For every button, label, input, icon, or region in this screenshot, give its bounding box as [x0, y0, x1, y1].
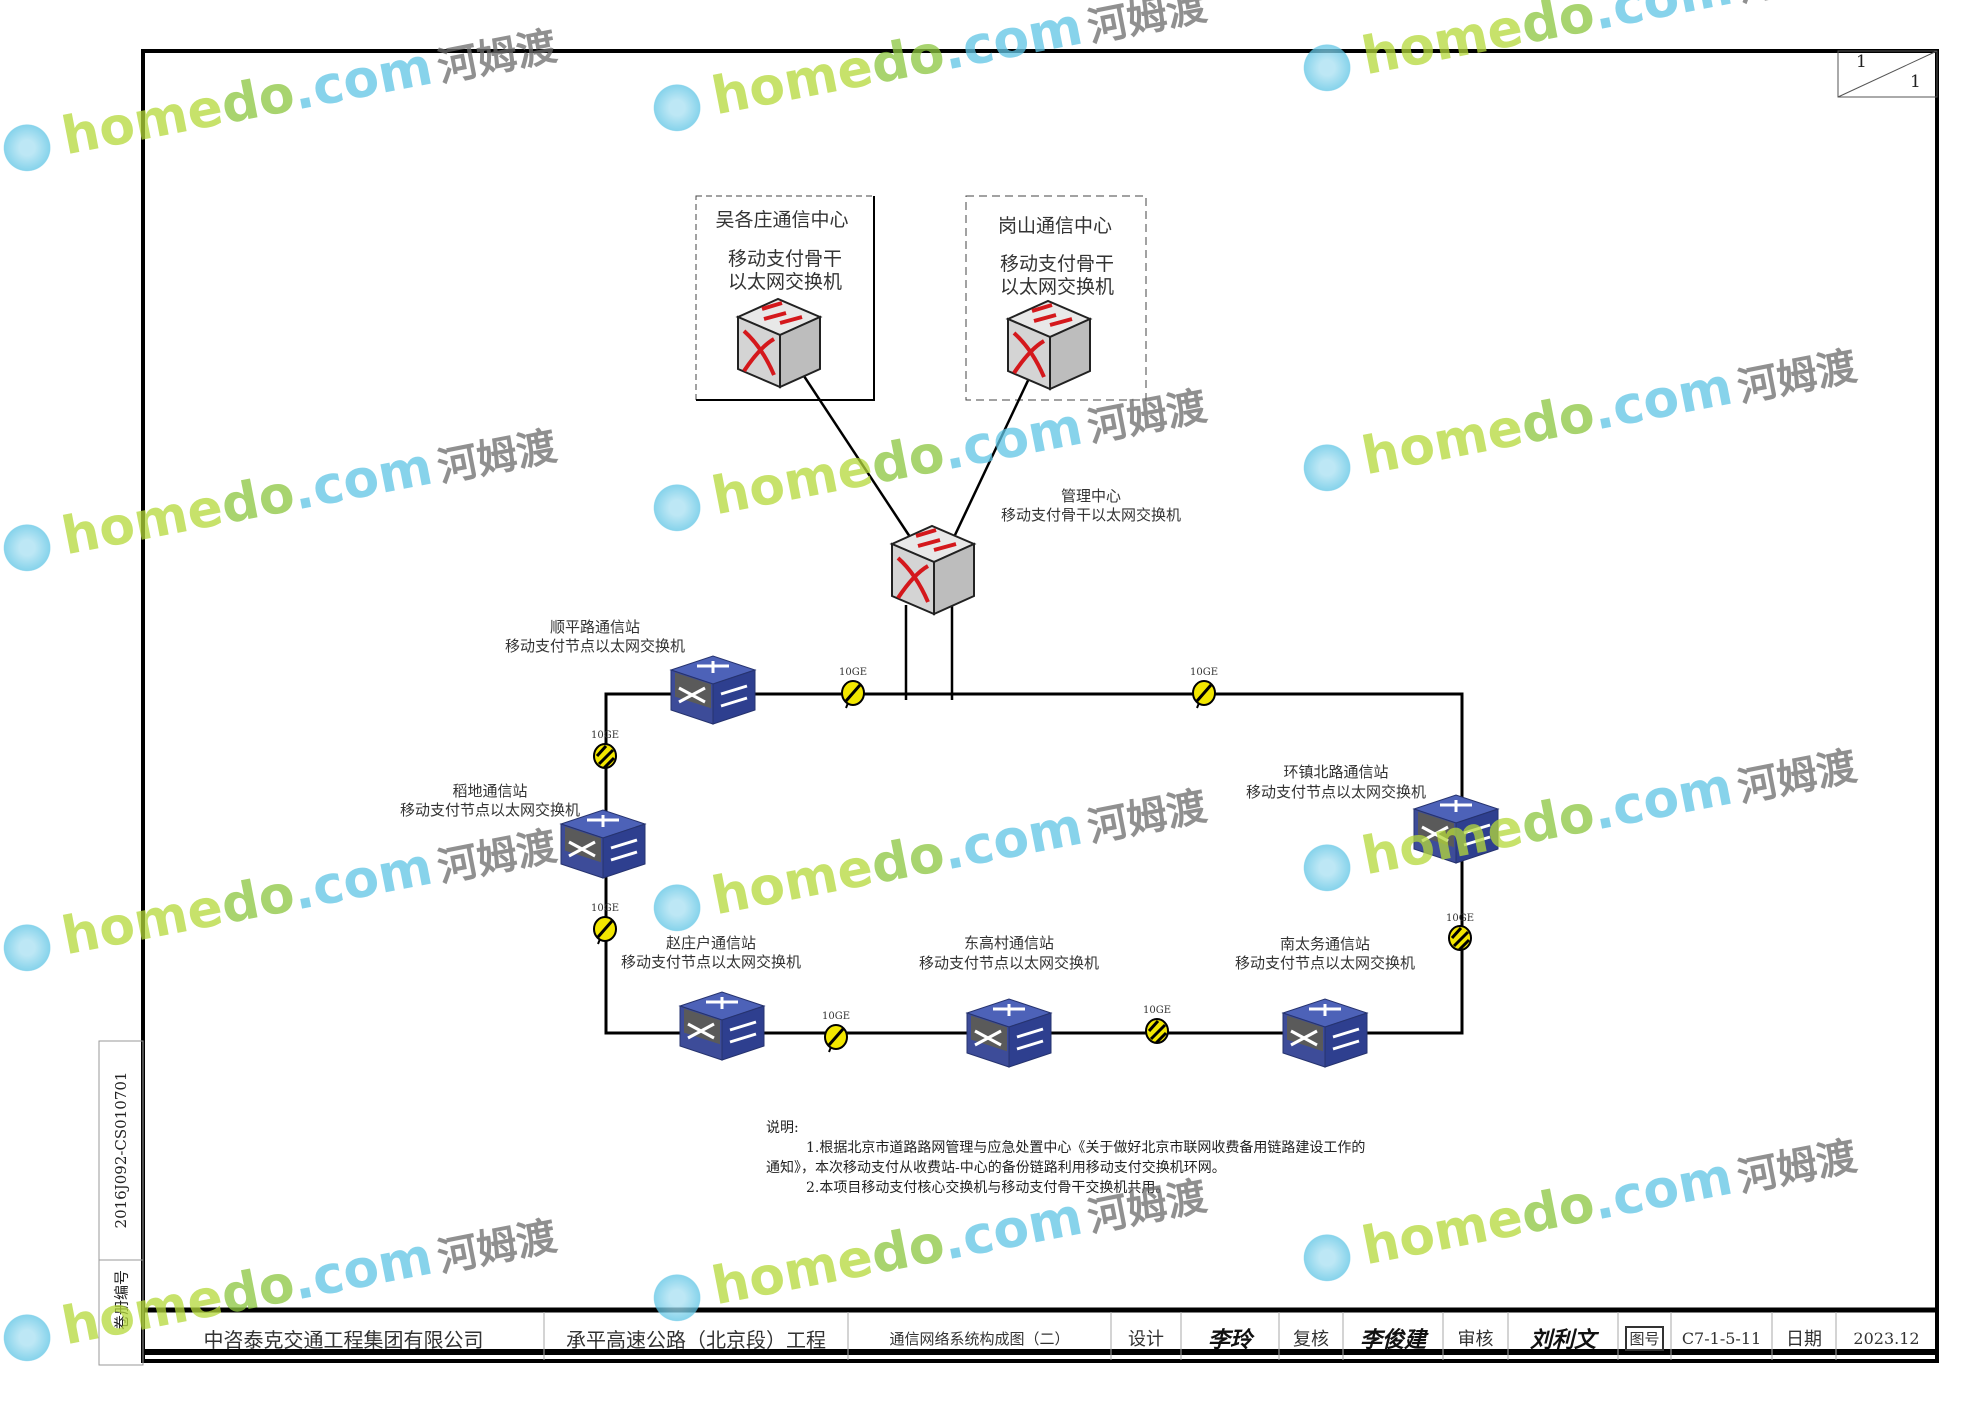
zhaozhuanghu-label: 赵庄户通信站: [665, 934, 757, 952]
gangshan-center-label: 岗山通信中心: [997, 215, 1113, 237]
management-center-label: 管理中心: [1060, 487, 1122, 505]
huanzhenbeilu-switch: [1412, 793, 1500, 865]
huanzhenbeilu-device: 移动支付节点以太网交换机: [1245, 783, 1427, 801]
link-label: 10GE: [838, 667, 868, 678]
link-connector-icon: [1447, 924, 1473, 952]
link-label: 10GE: [1142, 1005, 1172, 1016]
drawing-no-label-text: 图号: [1625, 1325, 1664, 1351]
huanzhenbeilu-label: 环镇北路通信站: [1283, 763, 1389, 781]
review-label: 复核: [1293, 1329, 1329, 1350]
reviewer-signature: 李俊建: [1359, 1327, 1426, 1353]
shunpinglu-device: 移动支付节点以太网交换机: [504, 637, 686, 655]
date-label: 日期: [1786, 1329, 1822, 1350]
company-name: 中咨泰克交通工程集团有限公司: [203, 1327, 484, 1352]
link-connector-icon: [1191, 679, 1217, 709]
daodi-label: 稻地通信站: [452, 782, 528, 800]
side-strip: [98, 1040, 144, 1366]
notes: 说明: 1.根据北京市道路路网管理与应急处置中心《关于做好北京市联网收费备用链路…: [766, 1118, 1365, 1198]
link-connector-icon: [592, 915, 618, 945]
notes-title: 说明:: [766, 1120, 799, 1136]
wugezhuang-device-label-1: 移动支付骨干: [727, 248, 843, 270]
note-1-line-1: 1.根据北京市道路路网管理与应急处置中心《关于做好北京市联网收费备用链路建设工作…: [806, 1140, 1366, 1156]
link-label: 10GE: [821, 1011, 851, 1022]
design-label: 设计: [1128, 1329, 1164, 1350]
title-block-grid: [543, 1312, 1837, 1360]
wugezhuang-switch: [736, 297, 822, 389]
daodi-switch: [559, 808, 647, 880]
link-connector-icon: [840, 679, 866, 709]
approver-signature: 刘利文: [1529, 1327, 1596, 1353]
link-label: 10GE: [590, 730, 620, 741]
note-1-line-2: 通知》，本次移动支付从收费站-中心的备份链路利用移动支付交换机环网。: [766, 1160, 1226, 1176]
note-2: 2.本项目移动支付核心交换机与移动支付骨干交换机共用。: [806, 1180, 1170, 1196]
nantaiwu-label: 南太务通信站: [1279, 935, 1371, 953]
nantaiwu-switch: [1281, 997, 1369, 1069]
zhaozhuanghu-device: 移动支付节点以太网交换机: [620, 953, 802, 971]
shunpinglu-switch: [669, 654, 757, 726]
daodi-device: 移动支付节点以太网交换机: [399, 801, 581, 819]
management-device-label: 移动支付骨干以太网交换机: [1000, 506, 1182, 524]
archive-code: 2016J092-CS010701: [112, 1071, 130, 1229]
link-connector-icon: [1144, 1017, 1170, 1045]
approve-label: 审核: [1457, 1329, 1494, 1350]
project-name: 承平高速公路（北京段）工程: [566, 1327, 826, 1352]
donggaocun-device: 移动支付节点以太网交换机: [918, 954, 1100, 972]
sheet-total: 1: [1910, 72, 1921, 92]
gangshan-device-label-2: 以太网交换机: [999, 276, 1115, 298]
donggaocun-label: 东高村通信站: [963, 934, 1055, 952]
designer-signature: 李玲: [1207, 1327, 1252, 1353]
archive-label: 卷册编号: [112, 1269, 131, 1331]
nantaiwu-device: 移动支付节点以太网交换机: [1234, 954, 1416, 972]
sheet-number: 1: [1856, 52, 1867, 72]
link-connector-icon: [592, 742, 618, 770]
wugezhuang-device-label-2: 以太网交换机: [727, 271, 843, 293]
drawing-no: C7-1-5-11: [1681, 1328, 1762, 1348]
wugezhuang-center-label: 吴各庄通信中心: [715, 209, 849, 231]
shunpinglu-label: 顺平路通信站: [549, 618, 641, 636]
donggaocun-switch: [965, 997, 1053, 1069]
drawing-title: 通信网络系统构成图（二）: [889, 1329, 1070, 1348]
link-label: 10GE: [1189, 667, 1219, 678]
link-label: 10GE: [1445, 913, 1475, 924]
link-label: 10GE: [590, 903, 620, 914]
drawing-frame: [141, 49, 1939, 1363]
gangshan-box: [965, 195, 1147, 401]
link-connector-icon: [823, 1023, 849, 1053]
management-switch: [890, 524, 976, 616]
zhaozhuanghu-switch: [678, 990, 766, 1062]
date: 2023.12: [1853, 1328, 1920, 1348]
sheet-number-box: [1837, 50, 1938, 98]
gangshan-device-label-1: 移动支付骨干: [999, 253, 1115, 275]
gangshan-switch: [1006, 299, 1092, 391]
drawing-no-label: 图号: [1618, 1318, 1671, 1358]
